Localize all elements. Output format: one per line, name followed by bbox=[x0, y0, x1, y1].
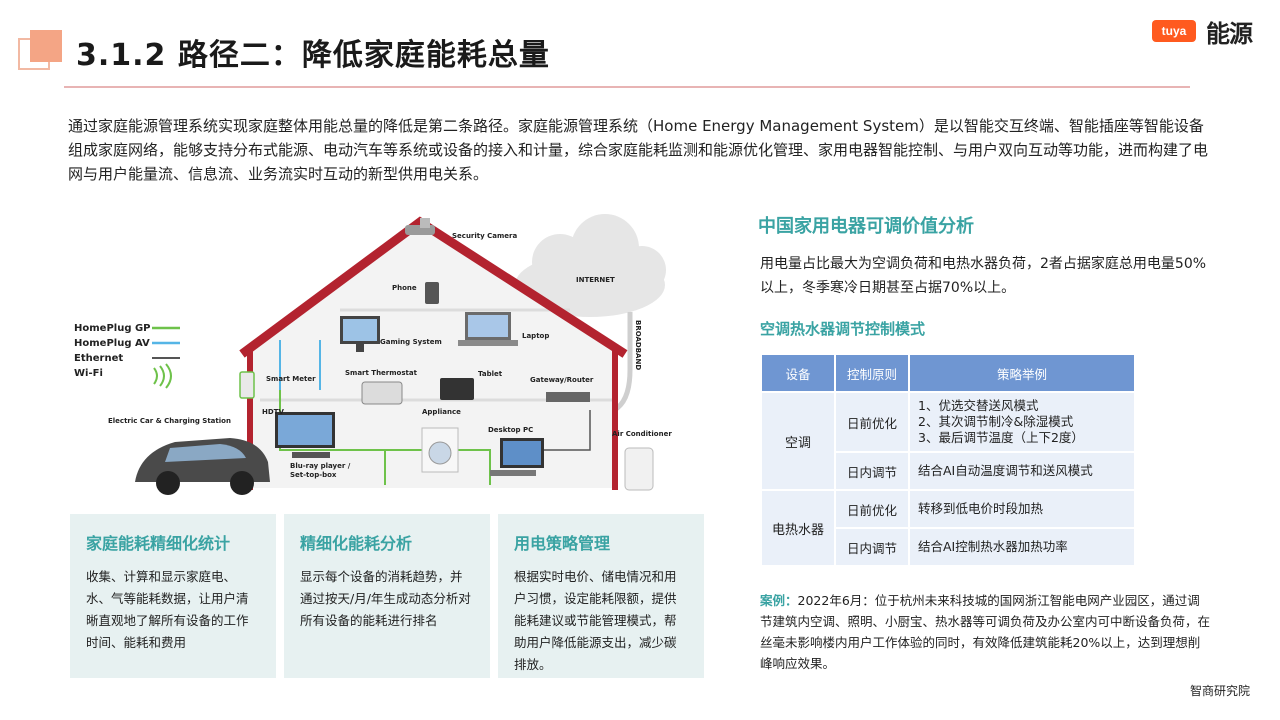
principle-cell: 日内调节 bbox=[836, 529, 908, 565]
smart-thermostat-label: Smart Thermostat bbox=[345, 369, 418, 377]
principle-cell: 日前优化 bbox=[836, 491, 908, 527]
electric-car-icon bbox=[135, 438, 270, 495]
washing-machine-icon bbox=[421, 427, 459, 473]
thermostat-icon bbox=[361, 381, 403, 405]
hdtv-label: HDTV bbox=[262, 408, 284, 416]
header-principle: 控制原则 bbox=[836, 355, 908, 391]
case-study: 案例：2022年6月：位于杭州未来科技城的国网浙江智能电网产业园区，通过调节建筑… bbox=[760, 590, 1210, 674]
title-decoration-square bbox=[30, 30, 62, 62]
homeplug-av-line bbox=[279, 340, 321, 390]
tablet-label: Tablet bbox=[478, 370, 503, 378]
settop-label: Set-top-box bbox=[290, 471, 337, 479]
control-mode-table: 设备 控制原则 策略举例 空调 日前优化 1、优选交替送风模式 2、其次调节制冷… bbox=[760, 353, 1136, 567]
example-cell: 结合AI控制热水器加热功率 bbox=[910, 529, 1134, 565]
smart-meter-label: Smart Meter bbox=[266, 375, 316, 383]
tuya-logo: tuya bbox=[1152, 20, 1196, 42]
homeplug-gp-line bbox=[279, 385, 390, 451]
intro-paragraph: 通过家庭能源管理系统实现家庭整体用能总量的降低是第二条路径。家庭能源管理系统（H… bbox=[68, 117, 1209, 183]
laptop-label: Laptop bbox=[522, 332, 549, 340]
page-title: 3.1.2 路径二：降低家庭能耗总量 bbox=[76, 38, 550, 73]
router-icon bbox=[546, 392, 590, 402]
desktop-pc-icon bbox=[490, 438, 544, 476]
security-camera-label: Security Camera bbox=[452, 232, 517, 240]
smart-home-diagram: INTERNET BROADBAND Security Camera Phone bbox=[70, 200, 710, 505]
bluray-label: Blu-ray player / bbox=[290, 462, 351, 470]
air-conditioner-icon bbox=[624, 447, 654, 491]
hdtv-icon bbox=[275, 412, 335, 448]
header-example: 策略举例 bbox=[910, 355, 1134, 391]
legend-homeplug-gp: HomePlug GP bbox=[74, 323, 151, 334]
tablet-icon bbox=[440, 378, 474, 400]
table-row: 日内调节 结合AI控制热水器加热功率 bbox=[762, 529, 1134, 565]
example-cell: 转移到低电价时段加热 bbox=[910, 491, 1134, 527]
example-line: 2、其次调节制冷&除湿模式 bbox=[918, 414, 1074, 429]
feature-title: 家庭能耗精细化统计 bbox=[86, 534, 231, 553]
smart-meter-icon bbox=[239, 371, 255, 399]
section-text: 用电量占比最大为空调负荷和电热水器负荷，2者占据家庭总用电量50%以上，冬季寒冷… bbox=[760, 256, 1207, 296]
feature-box-statistics: 家庭能耗精细化统计 收集、计算和显示家庭电、水、气等能耗数据，让用户清晰直观地了… bbox=[70, 514, 276, 678]
internet-label: INTERNET bbox=[576, 276, 615, 284]
case-label: 案例： bbox=[760, 593, 798, 608]
feature-title: 精细化能耗分析 bbox=[300, 534, 413, 553]
example-line: 3、最后调节温度（上下2度） bbox=[918, 430, 1084, 445]
source-credit: 智商研究院 bbox=[1190, 684, 1251, 698]
table-row: 日内调节 结合AI自动温度调节和送风模式 bbox=[762, 453, 1134, 489]
bluray-icon bbox=[292, 452, 330, 458]
header-device: 设备 bbox=[762, 355, 834, 391]
smart-home-illustration: INTERNET BROADBAND Security Camera Phone bbox=[74, 214, 672, 495]
gateway-router-label: Gateway/Router bbox=[530, 376, 594, 384]
appliance-label: Appliance bbox=[422, 408, 461, 416]
title-divider bbox=[64, 86, 1190, 88]
example-line: 1、优选交替送风模式 bbox=[918, 398, 1039, 413]
broadband-label: BROADBAND bbox=[634, 320, 642, 370]
feature-title: 用电策略管理 bbox=[514, 534, 611, 553]
example-cell: 1、优选交替送风模式 2、其次调节制冷&除湿模式 3、最后调节温度（上下2度） bbox=[910, 393, 1134, 451]
air-conditioner-label: Air Conditioner bbox=[612, 430, 672, 438]
table-header-row: 设备 控制原则 策略举例 bbox=[762, 355, 1134, 391]
feature-box-analysis: 精细化能耗分析 显示每个设备的消耗趋势，并通过按天/月/年生成动态分析对所有设备… bbox=[284, 514, 490, 678]
device-water-heater: 电热水器 bbox=[762, 491, 834, 565]
legend-ethernet: Ethernet bbox=[74, 353, 123, 364]
device-ac: 空调 bbox=[762, 393, 834, 489]
security-camera-icon bbox=[405, 218, 435, 235]
network-legend: HomePlug GP HomePlug AV Ethernet Wi-Fi bbox=[74, 323, 180, 389]
example-cell: 结合AI自动温度调节和送风模式 bbox=[910, 453, 1134, 489]
gaming-system-label: Gaming System bbox=[380, 338, 442, 346]
nengyuan-logo: 能源 bbox=[1206, 20, 1253, 48]
section-title: 中国家用电器可调价值分析 bbox=[758, 216, 974, 237]
feature-text: 显示每个设备的消耗趋势，并通过按天/月/年生成动态分析对所有设备的能耗进行排名 bbox=[300, 569, 471, 628]
table-title: 空调热水器调节控制模式 bbox=[760, 320, 926, 338]
phone-label: Phone bbox=[392, 284, 417, 292]
principle-cell: 日内调节 bbox=[836, 453, 908, 489]
laptop-icon bbox=[458, 312, 518, 346]
feature-text: 根据实时电价、储电情况和用户习惯，设定能耗限额，提供能耗建议或节能管理模式，帮助… bbox=[514, 569, 677, 672]
internet-cloud-icon bbox=[515, 214, 666, 317]
feature-text: 收集、计算和显示家庭电、水、气等能耗数据，让用户清晰直观地了解所有设备的工作时间… bbox=[86, 569, 249, 650]
legend-wifi: Wi-Fi bbox=[74, 368, 103, 379]
electric-car-label: Electric Car & Charging Station bbox=[108, 417, 231, 425]
phone-icon bbox=[425, 282, 439, 304]
desktop-pc-label: Desktop PC bbox=[488, 426, 533, 434]
legend-homeplug-av: HomePlug AV bbox=[74, 338, 150, 349]
table-row: 空调 日前优化 1、优选交替送风模式 2、其次调节制冷&除湿模式 3、最后调节温… bbox=[762, 393, 1134, 489]
feature-box-strategy: 用电策略管理 根据实时电价、储电情况和用户习惯，设定能耗限额，提供能耗建议或节能… bbox=[498, 514, 704, 678]
case-body: 2022年6月：位于杭州未来科技城的国网浙江智能电网产业园区，通过调节建筑内空调… bbox=[760, 593, 1211, 671]
table-row: 电热水器 日前优化 转移到低电价时段加热 bbox=[762, 491, 1134, 565]
principle-cell: 日前优化 bbox=[836, 393, 908, 451]
gaming-monitor-icon bbox=[340, 316, 380, 352]
